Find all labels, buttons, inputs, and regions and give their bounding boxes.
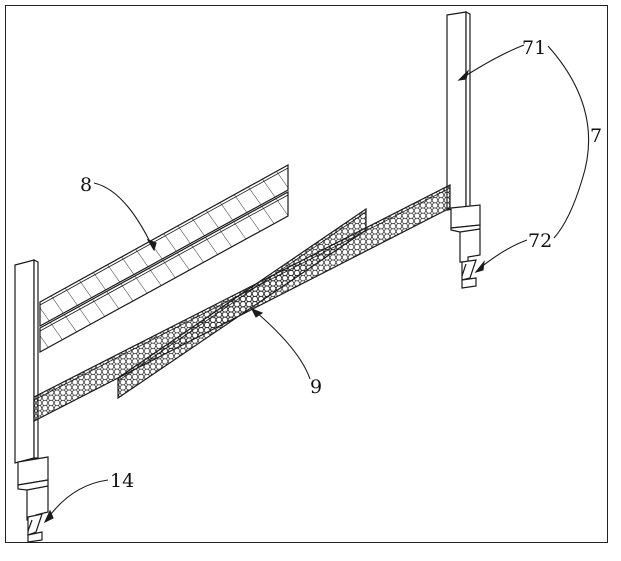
label-14: 14 xyxy=(110,470,134,492)
right-post xyxy=(446,11,481,289)
label-7: 7 xyxy=(590,125,602,147)
hatched-board-upper xyxy=(39,163,289,328)
hatched-board-lower xyxy=(39,190,289,354)
drawing-border xyxy=(5,5,608,543)
short-mesh-panel xyxy=(117,207,367,400)
leader-lines xyxy=(43,44,590,524)
label-72: 72 xyxy=(528,230,552,252)
label-8: 8 xyxy=(80,174,92,196)
label-71: 71 xyxy=(522,37,546,59)
label-9: 9 xyxy=(310,376,322,398)
left-post xyxy=(14,259,49,543)
